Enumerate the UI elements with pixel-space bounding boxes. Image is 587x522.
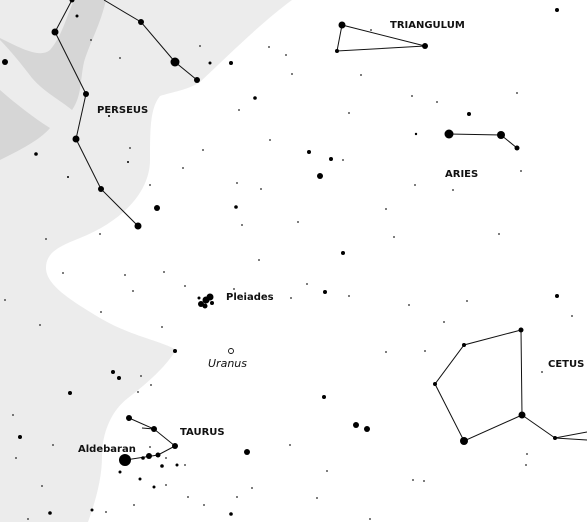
- pleiades-star: [202, 303, 208, 309]
- star: [323, 290, 327, 294]
- star: [75, 14, 79, 18]
- label-aries: ARIES: [445, 169, 478, 180]
- star: [229, 61, 233, 65]
- star: [462, 343, 466, 347]
- label-pleiades: Pleiades: [226, 292, 274, 303]
- pleiades-star: [206, 293, 214, 301]
- star: [497, 131, 505, 139]
- milky-way-dense: [0, 0, 106, 160]
- star: [90, 508, 94, 512]
- star: [2, 59, 8, 65]
- star: [364, 426, 370, 432]
- star: [68, 391, 72, 395]
- label-triangulum: TRIANGULUM: [390, 20, 465, 31]
- star: [514, 145, 520, 151]
- star: [433, 382, 437, 386]
- label-cetus: CETUS: [548, 359, 584, 370]
- star: [329, 157, 333, 161]
- star: [72, 135, 80, 143]
- star: [194, 77, 200, 83]
- star: [141, 456, 145, 460]
- star: [155, 452, 161, 458]
- star: [18, 435, 22, 439]
- uranus-marker: [228, 348, 234, 354]
- star: [338, 21, 346, 29]
- star: [555, 8, 559, 12]
- star: [173, 349, 177, 353]
- star: [322, 395, 326, 399]
- star: [307, 150, 311, 154]
- star: [414, 132, 418, 136]
- star: [83, 91, 89, 97]
- star: [134, 222, 142, 230]
- star: [353, 422, 359, 428]
- star: [151, 426, 157, 432]
- label-taurus: TAURUS: [180, 427, 225, 438]
- star: [553, 436, 557, 440]
- star: [335, 49, 339, 53]
- faint-stars: [4, 29, 573, 520]
- star: [208, 61, 212, 65]
- star: [152, 485, 156, 489]
- star: [467, 112, 471, 116]
- star: [98, 186, 104, 192]
- star: [444, 129, 454, 139]
- label-aldebaran: Aldebaran: [78, 444, 136, 455]
- star: [170, 57, 180, 67]
- label-uranus: Uranus: [208, 357, 247, 370]
- star: [422, 43, 428, 49]
- star: [138, 19, 144, 25]
- label-perseus: PERSEUS: [97, 105, 148, 116]
- star: [118, 470, 122, 474]
- star: [555, 294, 559, 298]
- star: [126, 415, 132, 421]
- star: [48, 511, 52, 515]
- star: [253, 96, 257, 100]
- star: [234, 205, 238, 209]
- star: [117, 376, 121, 380]
- star: [244, 449, 250, 455]
- star: [460, 437, 468, 445]
- star: [154, 205, 160, 211]
- star: [518, 411, 526, 419]
- star: [67, 176, 69, 178]
- star: [146, 453, 152, 459]
- star: [138, 477, 142, 481]
- pleiades-star: [197, 296, 201, 300]
- star: [317, 173, 323, 179]
- star: [108, 115, 110, 117]
- star: [518, 327, 524, 333]
- triangulum-lines: [336, 24, 426, 52]
- pleiades-star: [198, 301, 204, 307]
- perseus-lines: [54, 0, 198, 227]
- star: [127, 161, 129, 163]
- star: [160, 464, 164, 468]
- milky-way-band: [0, 0, 292, 522]
- aries-lines: [448, 133, 518, 149]
- aldebaran-star: [119, 454, 131, 466]
- star: [175, 463, 179, 467]
- star: [51, 28, 59, 36]
- stars: [2, 0, 559, 516]
- star: [229, 512, 233, 516]
- cetus-lines: [434, 329, 587, 442]
- star: [172, 443, 178, 449]
- star: [69, 0, 75, 3]
- star: [111, 370, 115, 374]
- star: [34, 152, 38, 156]
- star: [341, 251, 345, 255]
- pleiades-star: [210, 301, 214, 305]
